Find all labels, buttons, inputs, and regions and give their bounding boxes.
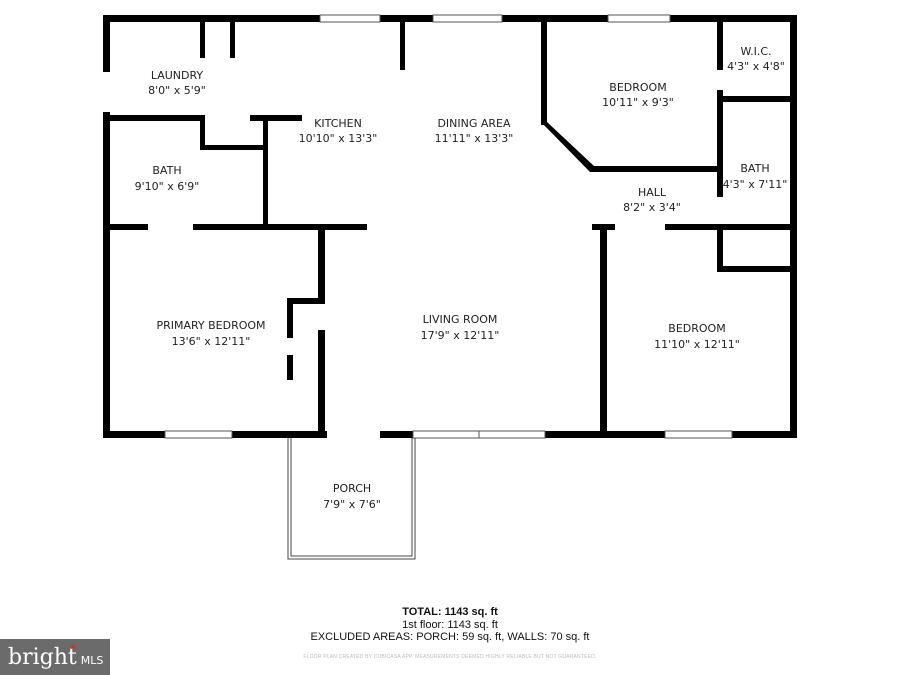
room-dims: 17'9" x 12'11" — [421, 329, 500, 342]
windows — [164, 14, 733, 439]
floor-area: 1st floor: 1143 sq. ft — [402, 619, 498, 631]
room-name: LIVING ROOM — [423, 313, 498, 326]
room-name: BEDROOM — [668, 322, 725, 335]
room-name: PRIMARY BEDROOM — [156, 319, 265, 332]
floor-plan: LAUNDRY 8'0" x 5'9" KITCHEN 10'10" x 13'… — [103, 14, 797, 560]
room-dims: 10'11" x 9'3" — [602, 96, 674, 109]
room-dims: 10'10" x 13'3" — [299, 132, 378, 145]
room-labels: LAUNDRY 8'0" x 5'9" KITCHEN 10'10" x 13'… — [135, 45, 788, 511]
room-dims: 13'6" x 12'11" — [172, 335, 251, 348]
room-dims: 9'10" x 6'9" — [135, 180, 200, 193]
room-name: KITCHEN — [314, 117, 362, 130]
room-name: LAUNDRY — [151, 69, 204, 82]
porch-outline — [287, 438, 416, 560]
room-name: BATH — [740, 162, 769, 175]
logo-suffix: MLS — [80, 653, 104, 667]
excluded-areas: EXCLUDED AREAS: PORCH: 59 sq. ft, WALLS:… — [310, 631, 590, 643]
walls — [103, 15, 797, 438]
room-name: BATH — [152, 164, 181, 177]
logo-brand: bright✱ — [8, 642, 77, 670]
total-area: TOTAL: 1143 sq. ft — [402, 606, 498, 618]
room-dims: 8'0" x 5'9" — [148, 84, 206, 97]
room-dims: 8'2" x 3'4" — [623, 201, 681, 214]
room-dims: 7'9" x 7'6" — [323, 498, 381, 511]
disclaimer: FLOOR PLAN CREATED BY CUBICASA APP. MEAS… — [303, 654, 597, 660]
room-dims: 4'3" x 7'11" — [723, 178, 788, 191]
room-name: DINING AREA — [437, 117, 511, 130]
room-name: W.I.C. — [740, 45, 771, 58]
room-dims: 11'10" x 12'11" — [654, 338, 740, 351]
room-name: HALL — [638, 186, 667, 199]
room-dims: 4'3" x 4'8" — [727, 60, 785, 73]
room-name: PORCH — [333, 482, 371, 495]
room-dims: 11'11" x 13'3" — [435, 132, 514, 145]
room-name: BEDROOM — [609, 81, 666, 94]
bright-mls-logo: bright✱ MLS — [0, 639, 110, 675]
